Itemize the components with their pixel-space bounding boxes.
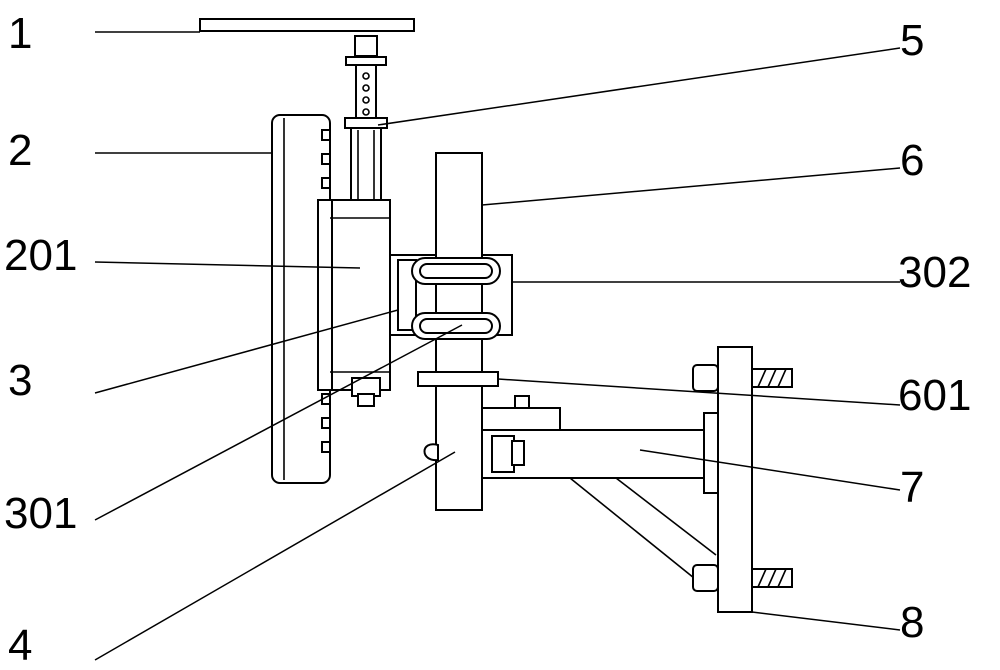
label-4: 4 (8, 621, 32, 670)
part-201-block (317, 199, 391, 407)
label-302: 302 (898, 248, 971, 297)
label-7: 7 (900, 463, 924, 512)
part-8-mounting-plate (692, 346, 793, 613)
label-301: 301 (4, 489, 77, 538)
leader-lines (94, 31, 901, 661)
plate-bolt (321, 129, 331, 141)
plate-bolt (321, 417, 331, 429)
part-1-top-plate-assembly (199, 18, 415, 131)
part-601-collar (417, 371, 499, 387)
plate-bolt (321, 441, 331, 453)
label-8: 8 (900, 598, 924, 647)
part-301-u-bolts (411, 257, 501, 340)
plate-bolt (321, 177, 331, 189)
label-6: 6 (900, 136, 924, 185)
label-3: 3 (8, 356, 32, 405)
plate-bolt (321, 153, 331, 165)
label-2: 2 (8, 126, 32, 175)
part-7-horizontal-arm (481, 412, 721, 579)
label-601: 601 (898, 371, 971, 420)
label-201: 201 (4, 231, 77, 280)
label-1: 1 (8, 9, 32, 58)
label-5: 5 (900, 16, 924, 65)
